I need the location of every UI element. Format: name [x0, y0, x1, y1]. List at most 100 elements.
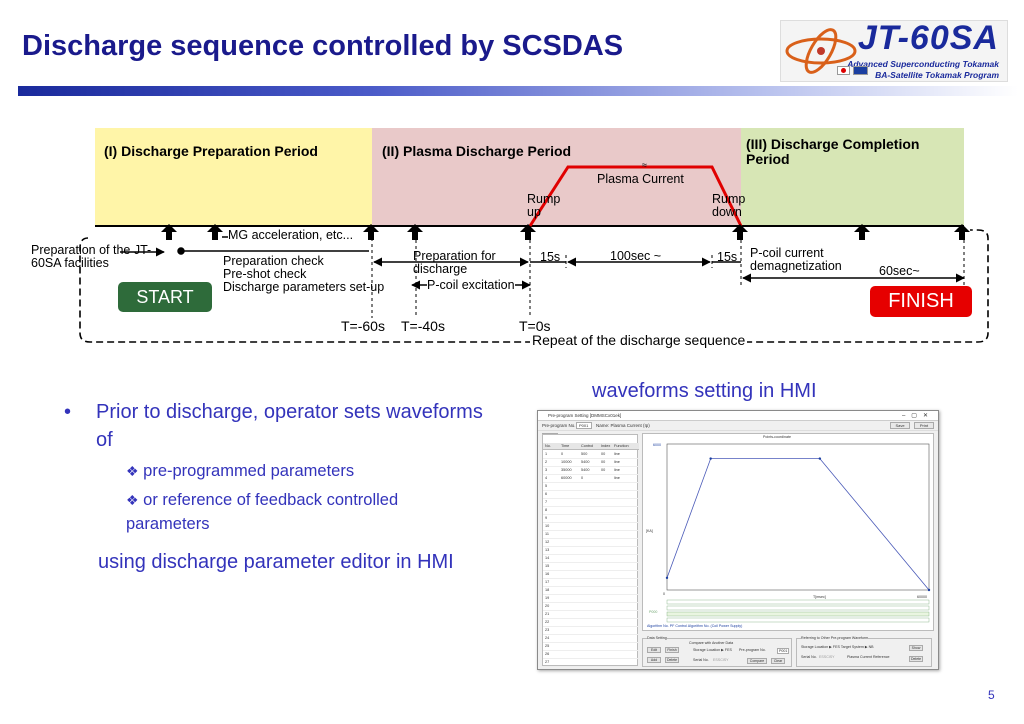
table-row[interactable]: 25 [543, 643, 639, 651]
params-setup-label: Discharge parameters set-up [223, 280, 385, 294]
table-row[interactable]: 14 [543, 555, 639, 563]
logo-text: JT-60SA [857, 19, 999, 57]
title-underline [18, 86, 1018, 96]
table-cell[interactable]: 60000 [561, 476, 572, 480]
add-button[interactable]: Add [647, 657, 661, 663]
table-cell[interactable]: 5400 [581, 460, 590, 464]
plasma-current-label: Plasma Current [597, 172, 684, 186]
table-cell[interactable]: 2 [545, 460, 548, 464]
sub-bullet-1: ❖ pre-programmed parameters [126, 459, 354, 483]
compare-button[interactable]: Compare [747, 658, 767, 664]
prep-discharge-label: Preparation for discharge [413, 249, 496, 276]
table-row[interactable]: 10 [543, 523, 639, 531]
table-row[interactable]: 1 0 500 00 line [543, 451, 639, 459]
table-row[interactable]: 12 [543, 539, 639, 547]
finish-button[interactable]: Finish [665, 647, 679, 653]
table-cell[interactable]: 35000 [561, 468, 572, 472]
table-row[interactable]: 23 [543, 627, 639, 635]
table-row[interactable]: 3 35000 5400 00 line [543, 467, 639, 475]
preprogram-field[interactable]: P001 [576, 422, 592, 429]
table-cell[interactable]: 3 [545, 468, 548, 472]
table-cell[interactable]: 00 [601, 460, 606, 464]
table-row[interactable]: 15 [543, 563, 639, 571]
table-cell[interactable]: 0 [581, 476, 584, 480]
waveform-point [709, 457, 712, 460]
row-number: 7 [545, 500, 548, 504]
table-row[interactable]: 21 [543, 611, 639, 619]
table-row[interactable]: 2 10000 5400 00 line [543, 459, 639, 467]
table-row[interactable]: 22 [543, 619, 639, 627]
preprog-no-field[interactable]: P001 [777, 648, 790, 654]
hmi-titlebar: Pre-program Setting [DMMSCx01ek] –▢✕ [538, 411, 938, 421]
table-cell[interactable]: line [614, 452, 620, 456]
table-row[interactable]: 18 [543, 587, 639, 595]
table-row[interactable]: 16 [543, 571, 639, 579]
rump-down-label: Rump down [712, 192, 746, 219]
y-axis-label: [KA] [646, 529, 653, 533]
logo-program: BA-Satellite Tokamak Program [875, 70, 999, 80]
row-number: 25 [545, 644, 550, 648]
waveform-point [665, 576, 669, 580]
bullet-dot-icon: • [64, 401, 72, 423]
table-cell[interactable]: line [614, 476, 620, 480]
table-row[interactable]: 24 [543, 635, 639, 643]
japan-flag-icon [837, 66, 850, 75]
table-cell[interactable]: 5400 [581, 468, 590, 472]
table-row[interactable]: 19 [543, 595, 639, 603]
table-row[interactable]: 9 [543, 515, 639, 523]
row-number: 27 [545, 660, 550, 664]
arrow-up-icon [732, 224, 748, 240]
table-row[interactable]: 11 [543, 531, 639, 539]
table-row[interactable]: 26 [543, 651, 639, 659]
signal-strip [666, 605, 930, 611]
preprog-no-label: Pre-program No. [739, 648, 766, 652]
period-1-label: (I) Discharge Preparation Period [104, 143, 318, 159]
row-number: 13 [545, 548, 550, 552]
delete-ref-button[interactable]: Delete [909, 656, 923, 662]
clear-button[interactable]: Clear [771, 658, 785, 664]
table-cell[interactable]: 500 [581, 452, 588, 456]
table-row[interactable]: 13 [543, 547, 639, 555]
table-row[interactable]: 6 [543, 491, 639, 499]
tm40-label: T=-40s [401, 318, 445, 334]
table-row[interactable]: 27 [543, 659, 639, 667]
table-row[interactable]: 5 [543, 483, 639, 491]
row-number: 23 [545, 628, 550, 632]
row-number: 20 [545, 604, 550, 608]
bullet-main-text: Prior to discharge, operator sets wavefo… [96, 401, 483, 451]
row-number: 9 [545, 516, 548, 520]
serial-no-field[interactable]: ESSCISY [713, 658, 729, 662]
waveform-plot[interactable]: Points-coordinate 6000 [KA] 0 T[msec] 60… [642, 433, 934, 631]
save-button[interactable]: Save [890, 422, 910, 429]
slide-title: Discharge sequence controlled by SCSDAS [22, 30, 624, 62]
serial-no-label: Serial No. [693, 658, 709, 662]
table-row[interactable]: 4 60000 0 line [543, 475, 639, 483]
table-cell[interactable]: line [614, 468, 620, 472]
col-no: No. [545, 444, 551, 448]
table-cell[interactable]: 4 [545, 476, 548, 480]
show-button[interactable]: Show [909, 645, 923, 651]
serial-no-2-field[interactable]: ESSCISY [819, 655, 835, 659]
table-row[interactable]: 20 [543, 603, 639, 611]
storage-location: Storage Location ▶ FES [693, 648, 732, 652]
hmi-header-row: Pre-program No. P001 Name: Plasma Curren… [538, 421, 938, 431]
table-cell[interactable]: 1 [545, 452, 548, 456]
finish-badge: FINISH [870, 286, 972, 317]
table-row[interactable]: 7 [543, 499, 639, 507]
edit-button[interactable]: Edit [647, 647, 661, 653]
tm60-label: T=-60s [341, 318, 385, 334]
print-button[interactable]: Print [914, 422, 934, 429]
table-cell[interactable]: 00 [601, 452, 606, 456]
table-row[interactable]: 8 [543, 507, 639, 515]
table-cell[interactable]: line [614, 460, 620, 464]
delete-button[interactable]: Delete [665, 657, 679, 663]
p000-label: P000 [649, 610, 658, 614]
table-cell[interactable]: 00 [601, 468, 606, 472]
sub-bullet-2-text: or reference of feedback controlled para… [126, 491, 399, 533]
window-controls-icon[interactable]: –▢✕ [901, 413, 934, 419]
table-cell[interactable]: 0 [561, 452, 564, 456]
table-row[interactable]: 17 [543, 579, 639, 587]
table-cell[interactable]: 10000 [561, 460, 572, 464]
prep-check-label: Preparation check [223, 254, 324, 268]
